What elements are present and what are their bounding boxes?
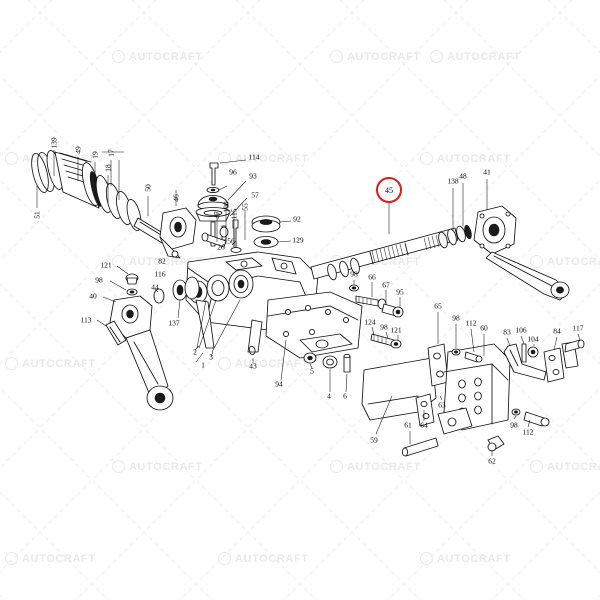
callout-82: 82: [158, 256, 166, 266]
callout-62: 62: [488, 456, 496, 466]
callout-112: 112: [522, 427, 534, 437]
callout-98: 98: [380, 322, 388, 332]
group-bracket-assembly: [361, 312, 585, 457]
callout-112: 112: [465, 318, 477, 328]
callout-139: 139: [49, 137, 59, 149]
callout-1: 1: [201, 360, 205, 370]
callout-98: 98: [452, 313, 460, 323]
callout-98: 98: [510, 420, 518, 430]
callout-63: 63: [438, 400, 446, 410]
callout-56: 56: [227, 236, 235, 246]
callout-96: 96: [229, 167, 237, 177]
group-top-hardware: [195, 159, 292, 253]
callout-46: 46: [171, 194, 181, 202]
group-knuckle-46: [147, 190, 197, 259]
callout-114: 114: [248, 152, 260, 162]
callout-48: 48: [459, 171, 467, 181]
callout-60: 60: [480, 323, 488, 333]
callout-44: 44: [151, 282, 159, 292]
callout-84: 84: [553, 326, 561, 336]
callout-93: 93: [249, 171, 257, 181]
callout-83: 83: [503, 327, 511, 337]
callout-92: 92: [293, 214, 301, 224]
callout-19: 19: [90, 151, 100, 159]
callout-104: 104: [527, 334, 539, 344]
callout-121: 121: [100, 260, 112, 270]
callout-59: 59: [370, 435, 378, 445]
highlighted-part-callout-45[interactable]: 45: [376, 177, 402, 203]
callout-55: 55: [240, 203, 250, 211]
callout-17: 17: [106, 149, 116, 157]
group-boot-and-rings: [31, 150, 177, 250]
callout-61: 61: [404, 420, 412, 430]
callout-94: 94: [275, 379, 283, 389]
callout-115: 115: [229, 208, 239, 220]
callout-64: 64: [420, 420, 428, 430]
callout-65: 65: [434, 301, 442, 311]
callout-116: 116: [154, 269, 166, 279]
callout-129: 129: [292, 235, 304, 245]
callout-66: 66: [368, 272, 376, 282]
callout-117: 117: [572, 323, 584, 333]
callout-67: 67: [382, 280, 390, 290]
callout-5: 5: [310, 366, 314, 376]
callout-18: 18: [103, 164, 113, 172]
callout-95: 95: [396, 287, 404, 297]
callout-106: 106: [515, 325, 527, 335]
group-worm-shaft: [310, 201, 472, 281]
callout-98: 98: [350, 269, 358, 279]
callout-40: 40: [89, 291, 97, 301]
callout-113: 113: [80, 315, 92, 325]
callout-51: 51: [32, 211, 42, 219]
callout-26: 26: [217, 242, 225, 252]
callout-43: 43: [249, 361, 257, 371]
callout-6: 6: [343, 391, 347, 401]
group-pitman-arm: [452, 179, 570, 301]
callout-124: 124: [364, 317, 376, 327]
callout-41: 41: [483, 167, 491, 177]
callout-137: 137: [168, 318, 180, 328]
callout-49: 49: [73, 146, 83, 154]
callout-121: 121: [390, 325, 402, 335]
group-drop-arm: [96, 265, 241, 411]
callout-4: 4: [327, 391, 331, 401]
callout-3: 3: [209, 352, 213, 362]
callout-138: 138: [447, 176, 459, 186]
callout-50: 50: [143, 184, 153, 192]
callout-47: 47: [212, 211, 222, 219]
callout-57: 57: [251, 190, 259, 200]
group-hardware-cluster-center-right: [349, 280, 404, 349]
callout-98: 98: [95, 275, 103, 285]
callout-2: 2: [193, 347, 197, 357]
group-gear-housing: [185, 251, 363, 393]
